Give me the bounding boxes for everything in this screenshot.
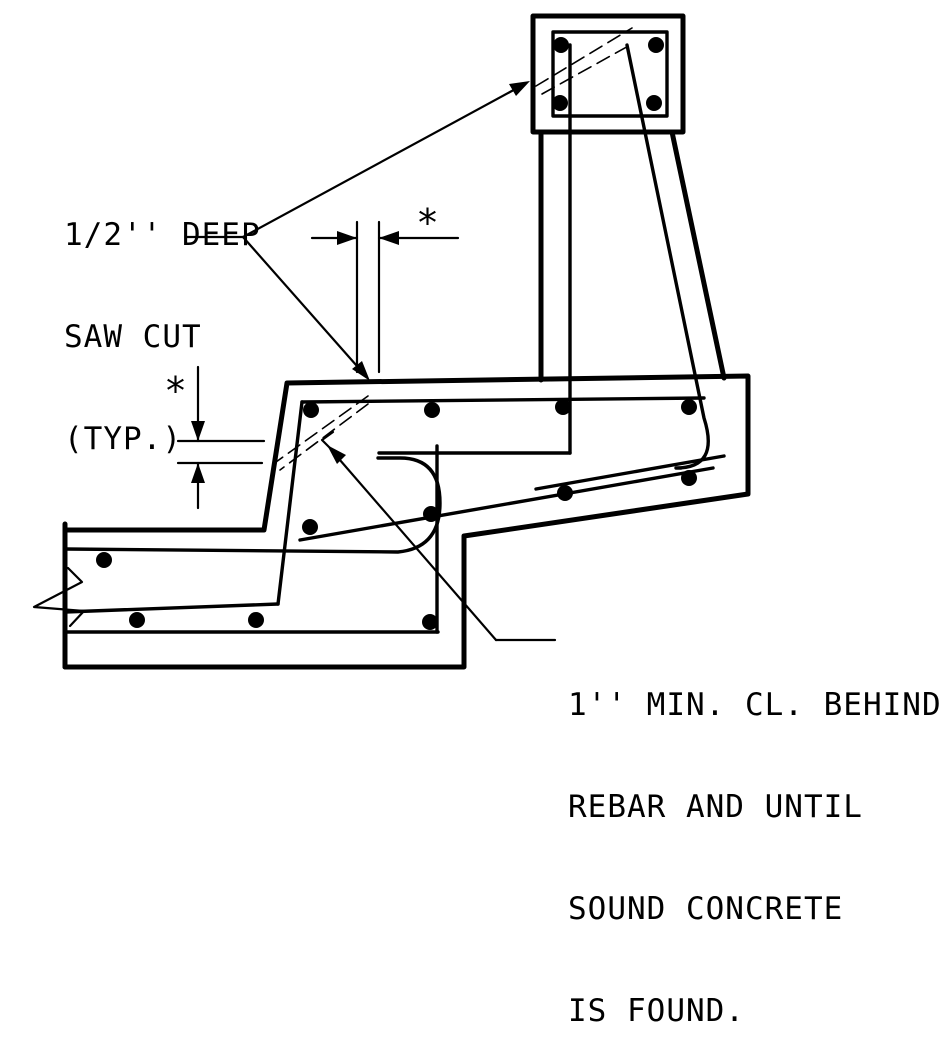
saw-cut-leader-lower xyxy=(241,235,366,376)
rebar-dot xyxy=(303,402,319,418)
post-outline xyxy=(530,13,686,135)
leaders xyxy=(184,81,557,642)
clearance-note-line: 1'' MIN. CL. BEHIND xyxy=(568,687,942,723)
dimension-marker-left: * xyxy=(166,369,185,413)
inclined-bottom-rebar xyxy=(298,466,715,542)
rebar-dot xyxy=(681,470,697,486)
rebar-dot xyxy=(302,519,318,535)
rebar-dot xyxy=(557,485,573,501)
top-rebar xyxy=(300,396,706,404)
rebar-dot xyxy=(648,37,664,53)
dimension-top xyxy=(310,220,460,374)
rebar-dot xyxy=(422,614,438,630)
rebar-dot xyxy=(129,612,145,628)
saw-cut-hatch xyxy=(541,43,633,95)
saw-cut-hatch xyxy=(535,27,633,87)
rebar-dot xyxy=(96,552,112,568)
lower-bent-rebar xyxy=(63,456,442,554)
rebar-dot xyxy=(553,37,569,53)
rebar-dot xyxy=(424,402,440,418)
saw-cut-hatch xyxy=(279,403,369,471)
arrowhead xyxy=(337,231,357,245)
saw-cut-note-line: SAW CUT xyxy=(64,319,202,355)
concrete-outline xyxy=(62,373,751,670)
concrete-repair-detail-drawing xyxy=(32,13,751,670)
arrowhead xyxy=(352,361,370,381)
saw-cut-marks xyxy=(275,395,369,471)
rebar-dot xyxy=(552,95,568,111)
arrowhead xyxy=(379,231,399,245)
rebar-dot xyxy=(555,399,571,415)
saw-cut-note-line: 1/2'' DEEP xyxy=(64,217,261,253)
rebar-dot xyxy=(646,95,662,111)
bottom-upper-rebar xyxy=(63,602,280,614)
break-line xyxy=(32,566,86,628)
dimension-left xyxy=(176,365,266,510)
stem-inclined-rebar xyxy=(625,43,710,470)
rebar-dot xyxy=(248,612,264,628)
stem-right-face xyxy=(669,129,727,381)
saw-cut-note-line: (TYP.) xyxy=(64,421,182,457)
slab-reinforcement xyxy=(63,396,726,634)
arrowhead xyxy=(327,445,346,464)
post-section xyxy=(530,13,686,135)
saw-cut-note: 1/2'' DEEP SAW CUT (TYP.) xyxy=(64,150,261,490)
clearance-note-line: IS FOUND. xyxy=(568,993,745,1029)
arrowhead xyxy=(509,81,530,96)
rebar-dot xyxy=(681,399,697,415)
heel-rebar xyxy=(534,454,726,491)
dimension-marker-top: * xyxy=(418,201,437,245)
step-vertical-rebar xyxy=(276,400,304,606)
post-stirrup xyxy=(551,30,669,118)
saw-cut-leader-upper xyxy=(241,84,523,239)
clearance-note-line: SOUND CONCRETE xyxy=(568,891,844,927)
clearance-note-line: REBAR AND UNTIL xyxy=(568,789,863,825)
clearance-note: 1'' MIN. CL. BEHIND REBAR AND UNTIL SOUN… xyxy=(568,620,942,1062)
rebar-dot xyxy=(423,506,439,522)
wall-stem xyxy=(377,43,727,470)
arrowhead xyxy=(191,421,205,441)
clearance-leader xyxy=(331,450,498,642)
saw-cut-hatch xyxy=(275,395,369,463)
arrowhead xyxy=(191,463,205,483)
